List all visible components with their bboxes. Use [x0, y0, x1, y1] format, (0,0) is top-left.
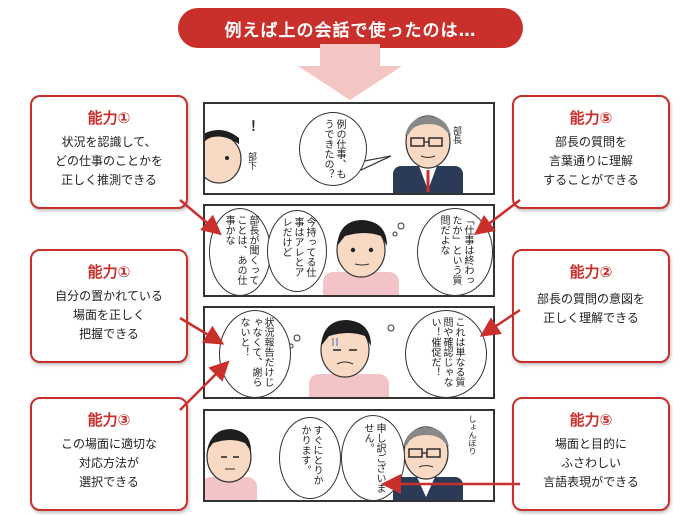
arrow-left-2 [179, 316, 225, 345]
desc-line: どの仕事のことかを [54, 154, 163, 168]
ability-box-right-3: 能力⑤ 場面と目的に ふさわしい 言語表現ができる [512, 397, 670, 511]
speech-bubble: 例の仕事、もうできたの？ [299, 112, 367, 186]
ability-title: 能力① [87, 263, 131, 281]
ability-desc: 場面と目的に ふさわしい 言語表現ができる [514, 435, 668, 492]
ability-title: 能力② [569, 263, 613, 281]
thought-text: これは単なる質問や確認じゃない！催促だ！ [429, 317, 464, 387]
character-label-sub: 部下 [246, 152, 256, 170]
desc-line: 部長の質問を [554, 135, 627, 149]
ability-title: 能力① [87, 109, 131, 127]
thought-bubble: 部長が聞くってことは、あの仕事かな [209, 208, 271, 295]
ability-desc: この場面に適切な 対応方法が 選択できる [32, 435, 186, 492]
desc-line: 対応方法が [78, 456, 139, 470]
thought-text: 状況報告だけじゃなくて、謝らないと！ [238, 317, 273, 387]
speech-text: すぐにとりかかります。 [299, 425, 322, 485]
arrow-right-1 [474, 199, 521, 236]
ability-box-right-1: 能力⑤ 部長の質問を 言葉通りに理解 することができる [512, 95, 670, 209]
desc-line: この場面に適切な [60, 437, 157, 451]
desc-line: 自分の置かれている [55, 289, 163, 303]
desc-line: ふさわしい [560, 456, 621, 470]
desc-line: 言葉通りに理解 [548, 154, 633, 168]
desc-line: することができる [543, 173, 639, 187]
comic-panel-3: 状況報告だけじゃなくて、謝らないと！ これは単なる質問や確認じゃない！催促だ！ [203, 306, 495, 399]
desc-line: 場面を正しく [72, 308, 145, 322]
ability-desc: 部長の質問を 言葉通りに理解 することができる [514, 133, 668, 190]
desc-line: 部長の質問の意図を [536, 292, 645, 306]
desc-line: 選択できる [79, 475, 139, 489]
desc-line: 言語表現ができる [543, 475, 639, 489]
panel-3-art [288, 320, 395, 397]
thought-bubble: これは単なる質問や確認じゃない！催促だ！ [405, 310, 487, 397]
sound-effect: しょんぼり [468, 415, 477, 455]
ability-box-right-2: 能力② 部長の質問の意図を 正しく理解できる [512, 249, 670, 363]
thought-bubble: 状況報告だけじゃなくて、謝らないと！ [219, 310, 291, 397]
panel-1-art [205, 115, 463, 193]
ability-box-left-1: 能力① 状況を認識して、 どの仕事のことかを 正しく推測できる [30, 95, 188, 209]
ability-title: 能力⑤ [569, 109, 613, 127]
banner-title: 例えば上の会話で使ったのは… [178, 8, 523, 48]
comic-panel-2: 部長が聞くってことは、あの仕事かな 今持ってる仕事はアレとアレだけど 「仕事は終… [203, 204, 495, 297]
desc-line: 状況を認識して、 [61, 135, 157, 149]
surprise-mark: ！ [241, 120, 256, 133]
thought-bubble: 今持ってる仕事はアレとアレだけど [267, 210, 327, 292]
thought-text: 今持ってる仕事はアレとアレだけど [280, 217, 315, 277]
ability-title: 能力③ [87, 411, 131, 429]
ability-box-left-2: 能力① 自分の置かれている 場面を正しく 把握できる [30, 249, 188, 363]
comic-panel-4: すぐにとりかかります。 申し訳ございません。 しょんぼり [203, 409, 495, 502]
speech-bubble: すぐにとりかかります。 [279, 417, 341, 499]
arrow-left-3 [179, 360, 230, 411]
speech-text: 申し訳ございません。 [362, 423, 385, 493]
ability-title: 能力⑤ [569, 411, 613, 429]
down-arrow-icon [298, 44, 402, 100]
desc-line: 場面と目的に [554, 437, 627, 451]
thought-text: 部長が聞くってことは、あの仕事かな [223, 215, 258, 285]
thought-text: 「仕事は終わったか」という質問だよな [438, 215, 473, 285]
character-label-boss: 部長 [451, 126, 461, 144]
desc-line: 正しく推測できる [61, 173, 157, 187]
ability-box-left-3: 能力③ この場面に適切な 対応方法が 選択できる [30, 397, 188, 511]
ability-desc: 部長の質問の意図を 正しく理解できる [514, 290, 668, 328]
ability-desc: 状況を認識して、 どの仕事のことかを 正しく推測できる [32, 133, 186, 190]
comic-panel-1: 例の仕事、もうできたの？ 部長 部下 ！ [203, 102, 495, 195]
ability-desc: 自分の置かれている 場面を正しく 把握できる [32, 287, 186, 344]
desc-line: 把握できる [79, 327, 139, 341]
desc-line: 正しく理解できる [543, 311, 639, 325]
speech-text: 例の仕事、もうできたの？ [322, 119, 345, 179]
arrow-right-2 [479, 308, 521, 337]
arrow-left-1 [179, 199, 222, 236]
